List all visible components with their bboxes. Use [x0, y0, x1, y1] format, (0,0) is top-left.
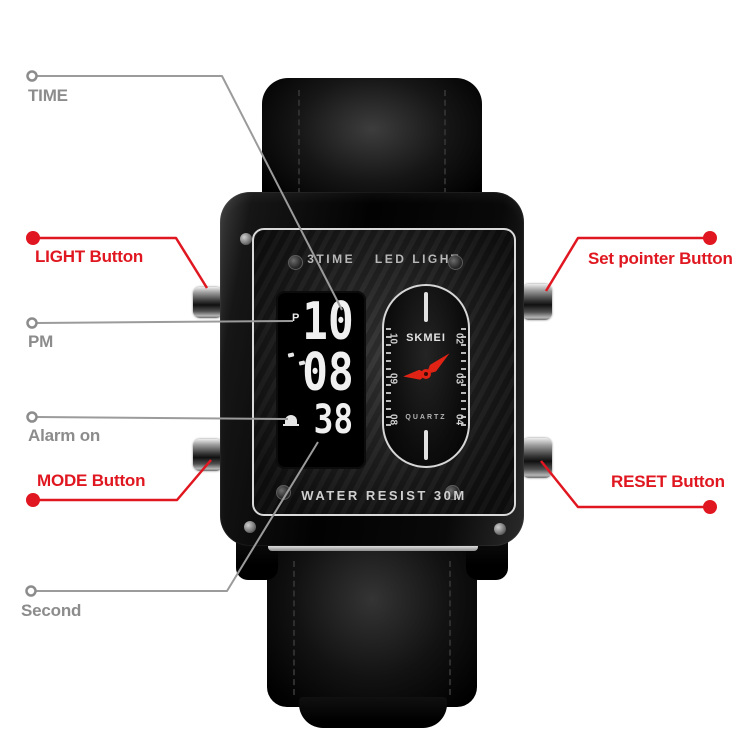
strap-stitch: [293, 561, 295, 695]
label-second: Second: [21, 601, 82, 620]
face-screw-icon: [448, 255, 463, 270]
dial-numeral: 03: [453, 372, 465, 385]
reset-callout-dot: [703, 500, 717, 514]
second-callout-marker: [25, 585, 37, 597]
twelve-oclock-marker: [424, 292, 428, 322]
dial-ticks-left: [386, 286, 396, 466]
lug-screw-icon: [240, 233, 252, 245]
analog-subdial: SKMEI QUARTZ 10 09 08 02 03 04: [382, 284, 470, 468]
watch-strap-top: [262, 78, 482, 206]
strap-spring-bar-bottom: [268, 542, 478, 551]
watch-strap-tip: [299, 697, 447, 728]
set-pointer-button-pusher: [522, 284, 552, 320]
pm-indicator: P: [292, 312, 300, 324]
label-alarm-on: Alarm on: [28, 426, 101, 445]
minutes-digits: 08: [302, 343, 354, 403]
label-pm: PM: [28, 332, 54, 351]
seconds-digits: 38: [313, 397, 353, 443]
hours-digits: 10: [302, 292, 354, 352]
digital-display: P 10 08 38: [276, 291, 366, 469]
watch-face: 3TIME LED LIGHT P 10 08 38 SKMEI QUARTZ …: [252, 228, 516, 516]
strap-stitch: [298, 90, 300, 194]
alarm-bell-icon: [283, 415, 299, 426]
label-mode-button: MODE Button: [37, 471, 146, 490]
pm-callout-marker: [26, 317, 38, 329]
dial-numeral: 09: [387, 372, 399, 385]
strap-stitch: [444, 90, 446, 194]
label-set-pointer-button: Set pointer Button: [588, 249, 733, 268]
dial-numeral: 04: [453, 413, 465, 426]
dial-numeral: 10: [387, 332, 399, 345]
face-screw-icon: [445, 485, 460, 500]
label-reset-button: RESET Button: [611, 472, 725, 491]
mode-button-pusher: [193, 439, 223, 471]
dial-ticks-right: [456, 286, 466, 466]
alarm-callout-marker: [26, 411, 38, 423]
face-header-right: LED LIGHT: [374, 252, 461, 266]
light-button-pusher: [193, 287, 223, 318]
lug-screw-icon: [244, 521, 256, 533]
six-oclock-marker: [424, 430, 428, 460]
watch-strap-bottom: [267, 549, 477, 707]
water-resist-text: WATER RESIST 30M: [301, 488, 467, 503]
hands-hub: [421, 369, 431, 379]
time-callout-marker: [26, 70, 38, 82]
dial-brand-text: SKMEI: [406, 332, 446, 344]
face-header-left: 3TIME: [307, 252, 356, 266]
light-callout-dot: [26, 231, 40, 245]
dial-movement-text: QUARTZ: [405, 414, 447, 421]
dial-numeral: 08: [387, 413, 399, 426]
label-light-button: LIGHT Button: [35, 247, 144, 266]
face-screw-icon: [288, 255, 303, 270]
lug-screw-icon: [494, 523, 506, 535]
strap-stitch: [449, 561, 451, 695]
dial-numeral: 02: [453, 332, 465, 345]
reset-button-pusher: [522, 438, 552, 478]
set-pointer-callout-dot: [703, 231, 717, 245]
mode-callout-dot: [26, 493, 40, 507]
label-time: TIME: [28, 86, 68, 105]
